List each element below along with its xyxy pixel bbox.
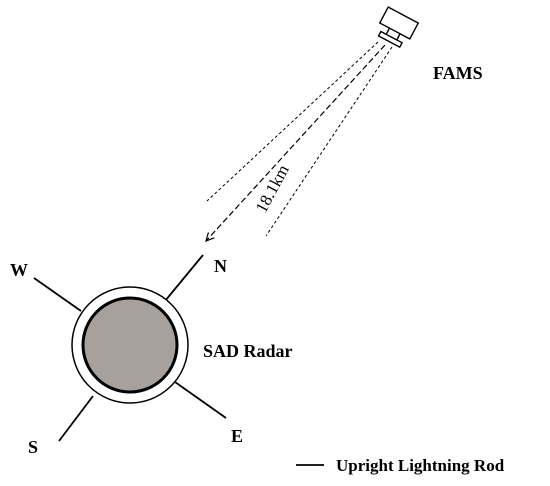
rod-west-line <box>33 277 82 312</box>
fams-label: FAMS <box>433 63 483 83</box>
rod-north-line <box>164 254 204 302</box>
distance-label: 18.1km <box>252 161 293 215</box>
fov-left-line <box>206 41 379 202</box>
fams-camera-icon <box>377 6 420 49</box>
fov-right-line <box>265 46 393 237</box>
south-label: S <box>28 437 38 457</box>
north-label: N <box>214 256 227 276</box>
radar-label: SAD Radar <box>203 341 293 361</box>
east-label: E <box>231 426 243 446</box>
distance-arrow <box>206 44 386 241</box>
rod-east-line <box>174 381 227 419</box>
radar-circle-icon <box>71 286 189 404</box>
west-label: W <box>10 260 28 280</box>
rod-south-line <box>58 395 94 442</box>
legend-label: Upright Lightning Rod <box>336 456 505 475</box>
